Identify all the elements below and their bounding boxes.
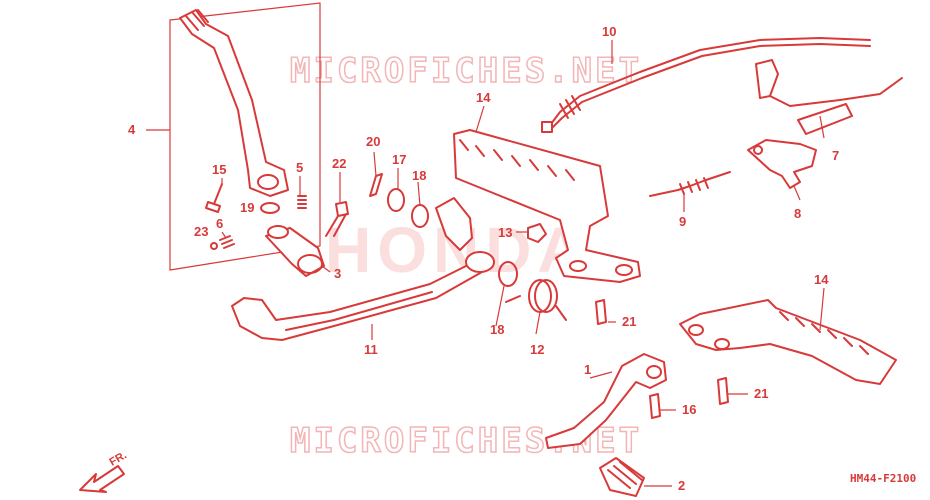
callout-11: 11 — [364, 342, 378, 357]
bolt-21-right[interactable] — [717, 377, 729, 405]
bolt-16[interactable] — [649, 393, 661, 419]
callout-3: 3 — [334, 266, 341, 281]
callout-1: 1 — [584, 362, 591, 377]
cotter-pin-20[interactable] — [369, 173, 383, 197]
callout-14-right: 14 — [814, 272, 829, 287]
brake-switch-7[interactable] — [755, 59, 903, 135]
brake-pedal-11[interactable] — [231, 197, 495, 341]
washer-17[interactable] — [387, 188, 405, 212]
footpeg-right-14[interactable] — [679, 299, 897, 385]
return-spring-12[interactable] — [505, 279, 567, 321]
callout-10: 10 — [602, 24, 616, 39]
bolt-22[interactable] — [325, 201, 349, 237]
bolt-15[interactable] — [205, 183, 223, 213]
callout-8: 8 — [794, 206, 801, 221]
ball-23[interactable] — [210, 242, 218, 250]
callout-14-left: 14 — [476, 90, 491, 105]
pedal-rubber-2[interactable] — [599, 457, 645, 497]
front-direction-indicator: FR. — [79, 449, 129, 493]
spring-9[interactable] — [649, 171, 731, 197]
callout-12: 12 — [530, 342, 544, 357]
callout-13: 13 — [498, 225, 512, 240]
callout-20: 20 — [366, 134, 380, 149]
callout-4: 4 — [128, 122, 136, 137]
nut-13[interactable] — [527, 223, 547, 243]
callout-17: 17 — [392, 152, 406, 167]
washer-18-lower[interactable] — [498, 261, 518, 287]
callout-5: 5 — [296, 160, 303, 175]
callout-16: 16 — [682, 402, 696, 417]
gearshift-pedal-1[interactable] — [545, 353, 667, 449]
kick-boss-3[interactable] — [265, 225, 325, 277]
diagram-code: HM44-F2100 — [850, 472, 916, 485]
callouts: 4 15 5 19 6 23 3 22 20 17 18 11 18 12 13… — [128, 24, 839, 493]
callout-23: 23 — [194, 224, 208, 239]
spring-5[interactable] — [297, 195, 307, 209]
callout-22: 22 — [332, 156, 346, 171]
footpeg-left-14[interactable] — [453, 129, 641, 283]
bolt-21-left[interactable] — [595, 299, 607, 325]
callout-21-right: 21 — [754, 386, 768, 401]
callout-7: 7 — [832, 148, 839, 163]
brake-cable-10[interactable] — [541, 37, 871, 133]
callout-15: 15 — [212, 162, 226, 177]
callout-6: 6 — [216, 216, 223, 231]
callout-19: 19 — [240, 200, 254, 215]
callout-2: 2 — [678, 478, 685, 493]
front-label: FR. — [108, 449, 129, 468]
washer-19[interactable] — [260, 202, 280, 214]
callout-21-left: 21 — [622, 314, 636, 329]
watermark-top: MICROFICHES.NET — [290, 51, 642, 91]
front-arrow-icon — [79, 465, 125, 493]
callout-18-upper: 18 — [412, 168, 426, 183]
spring-6[interactable] — [219, 235, 235, 249]
callout-18-lower: 18 — [490, 322, 504, 337]
switch-bracket-8[interactable] — [747, 139, 817, 189]
kick-starter-arm[interactable] — [179, 9, 289, 197]
leader-lines — [146, 40, 825, 487]
kick-arm-group-frame — [169, 2, 321, 271]
callout-9: 9 — [679, 214, 686, 229]
